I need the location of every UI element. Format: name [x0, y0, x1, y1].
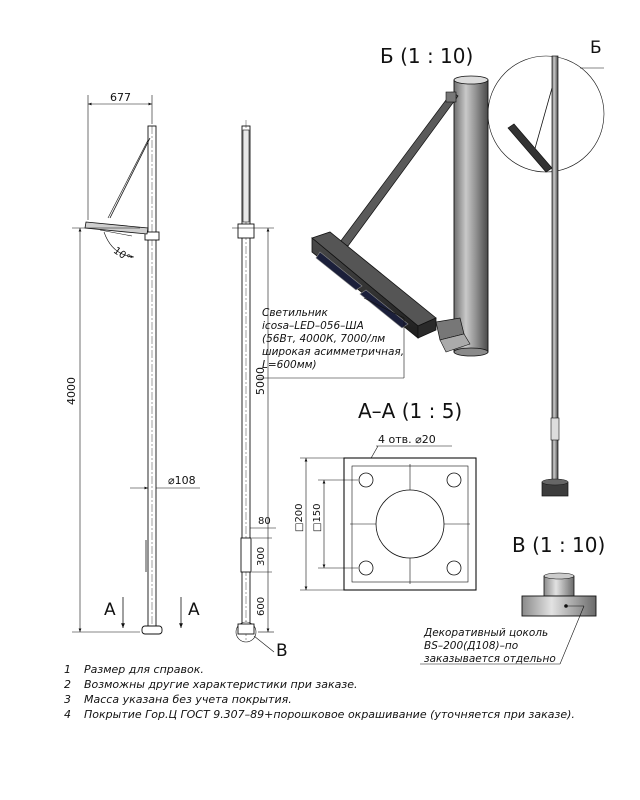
luminaire-callout-line-4: широкая асимметричная, [262, 346, 404, 358]
luminaire-callout: Светильник icosa–LED–056–ША (56Вт, 4000К… [258, 297, 405, 379]
right-luminaire [507, 123, 553, 173]
detail-b-callout-circle [487, 55, 605, 173]
luminaire-callout-line-1: Светильник [262, 307, 329, 319]
side-base [237, 623, 255, 635]
section-a-right-mark: A [188, 600, 200, 620]
luminaire-callout-line-5: L=600мм) [262, 359, 317, 371]
tilt-angle-label: 10° [111, 245, 132, 264]
front-strut [109, 137, 151, 219]
base-callout-line-3: заказывается отдельно [424, 653, 556, 665]
side-door [240, 537, 252, 573]
detail-v-circle [235, 621, 257, 643]
flange-holes-label: 4 отв. ⌀20 [378, 433, 436, 446]
flange-inner-size-label: □150 [312, 503, 323, 532]
detail-v-title: В (1 : 10) [512, 533, 605, 557]
luminaire-callout-line-3: (56Вт, 4000К, 7000/лм [262, 333, 385, 345]
note-4-text: Покрытие Гор.Ц ГОСТ 9.307–89+порошковое … [84, 708, 575, 721]
dim-80-label: 80 [258, 516, 271, 527]
base-callout-line-1: Декоративный цоколь [423, 627, 548, 639]
arm-reach-label: 677 [110, 91, 131, 104]
section-a-left-mark: A [104, 600, 116, 620]
note-3-text: Масса указана без учета покрытия. [84, 693, 292, 706]
note-3-num: 3 [64, 693, 71, 706]
height-total-label: 5000 [254, 367, 267, 395]
section-aa-view: А–А (1 : 5) 4 отв. ⌀20 □200 □150 [294, 399, 477, 591]
section-aa-title: А–А (1 : 5) [358, 399, 462, 423]
flange-hole-3 [358, 560, 374, 576]
flange-hole-4 [446, 560, 462, 576]
front-bracket-clamp [144, 231, 160, 241]
detail-v-callout-mark: В [276, 641, 288, 661]
decor-base-plinth [521, 595, 597, 617]
detail-b-strut [339, 91, 459, 247]
height-short-label: 4000 [65, 377, 78, 405]
diameter-label: ⌀108 [168, 474, 196, 487]
detail-b-pipe [453, 79, 489, 353]
flange-hole-1 [358, 472, 374, 488]
notes: 1 Размер для справок. 2 Возможны другие … [64, 663, 575, 721]
side-luminaire [242, 129, 250, 223]
right-pole-view: Б [487, 38, 605, 497]
detail-b-title: Б (1 : 10) [380, 44, 473, 68]
detail-v-view: В (1 : 10) Декоративный цоколь BS–200(Д1… [420, 533, 605, 665]
flange-outer-size-label: □200 [294, 503, 305, 532]
dim-300-label: 300 [256, 547, 267, 566]
note-2-num: 2 [64, 678, 71, 691]
flange-hole-2 [446, 472, 462, 488]
front-base [141, 625, 163, 635]
side-view: 5000 80 300 600 В [232, 120, 288, 661]
note-2-text: Возможны другие характеристики при заказ… [84, 678, 357, 691]
dim-600-label: 600 [256, 597, 267, 616]
side-clamp [237, 223, 255, 239]
front-view: 10° 677 4000 ⌀108 A A [65, 91, 200, 635]
note-4-num: 4 [64, 708, 71, 721]
note-1-num: 1 [64, 663, 71, 676]
detail-b-callout-mark: Б [590, 38, 602, 58]
led-module-1 [315, 251, 363, 291]
note-1-text: Размер для справок. [84, 663, 204, 676]
detail-b-view: Б (1 : 10) [311, 44, 489, 357]
luminaire-callout-line-2: icosa–LED–056–ША [262, 320, 364, 332]
base-callout-line-2: BS–200(Д108)–по [424, 640, 518, 652]
